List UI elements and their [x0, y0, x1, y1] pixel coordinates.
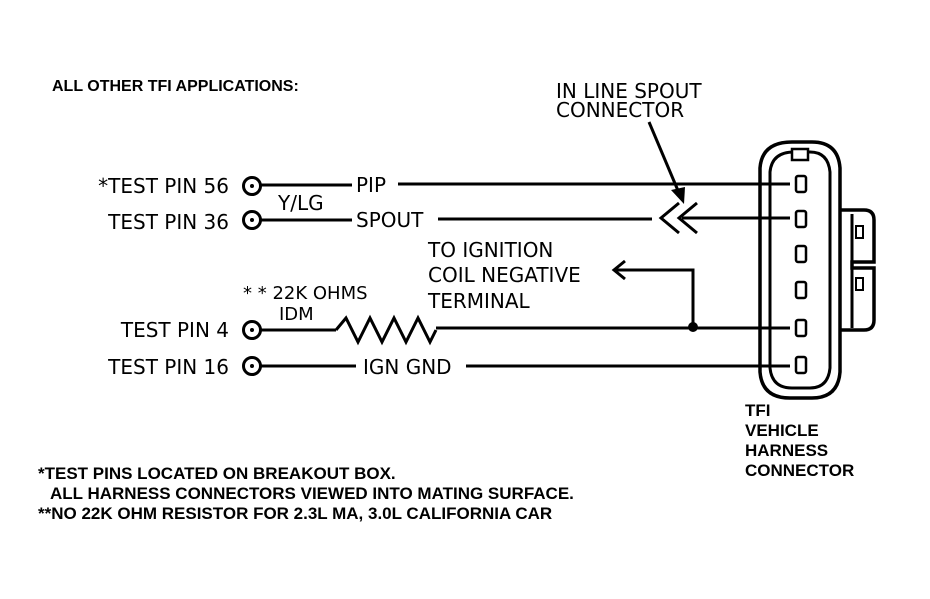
- spout-connector-label-2: CONNECTOR: [556, 98, 684, 122]
- pip-wire-label: PIP: [356, 173, 386, 197]
- resistor-label: * * 22K OHMS: [243, 283, 368, 304]
- ign-gnd-wire-label: IGN GND: [363, 355, 452, 379]
- connector-pin-cavities: [794, 174, 808, 375]
- test-pin-4-label: TEST PIN 4: [120, 318, 229, 342]
- test-pin-56-terminal: [242, 176, 262, 196]
- footnote-2: ALL HARNESS CONNECTORS VIEWED INTO MATIN…: [50, 484, 574, 503]
- idm-wire-label: IDM: [279, 304, 314, 325]
- ignition-label-1: TO IGNITION: [427, 238, 553, 262]
- spout-connector-label-1: IN LINE SPOUT: [556, 79, 702, 103]
- test-pin-36-terminal: [242, 210, 262, 230]
- spout-wire-label: SPOUT: [356, 208, 424, 232]
- spout-connector-pointer: [647, 121, 685, 204]
- test-pin-36-label: TEST PIN 36: [107, 210, 229, 234]
- test-pin-4-terminal: [242, 320, 262, 340]
- test-pin-56-label: *TEST PIN 56: [98, 174, 229, 198]
- connector-label-1: TFI: [745, 401, 771, 420]
- harness-connector: [758, 140, 876, 400]
- diagram-title: ALL OTHER TFI APPLICATIONS:: [52, 78, 299, 95]
- ignition-label-3: TERMINAL: [427, 289, 531, 313]
- ignition-arrow: [611, 259, 695, 325]
- footnote-1: *TEST PINS LOCATED ON BREAKOUT BOX.: [38, 464, 396, 483]
- junction-dot: [688, 322, 698, 332]
- wire-color-label: Y/LG: [277, 191, 324, 215]
- test-pin-16-terminal: [242, 356, 262, 376]
- connector-label-3: HARNESS: [745, 441, 828, 460]
- spout-connector-symbol: [658, 201, 790, 235]
- connector-label-2: VEHICLE: [745, 421, 819, 440]
- resistor-symbol: [334, 314, 438, 346]
- footnote-3: **NO 22K OHM RESISTOR FOR 2.3L MA, 3.0L …: [38, 504, 552, 523]
- connector-label-4: CONNECTOR: [745, 461, 854, 480]
- test-pin-16-label: TEST PIN 16: [107, 355, 229, 379]
- ignition-label-2: COIL NEGATIVE: [428, 263, 581, 287]
